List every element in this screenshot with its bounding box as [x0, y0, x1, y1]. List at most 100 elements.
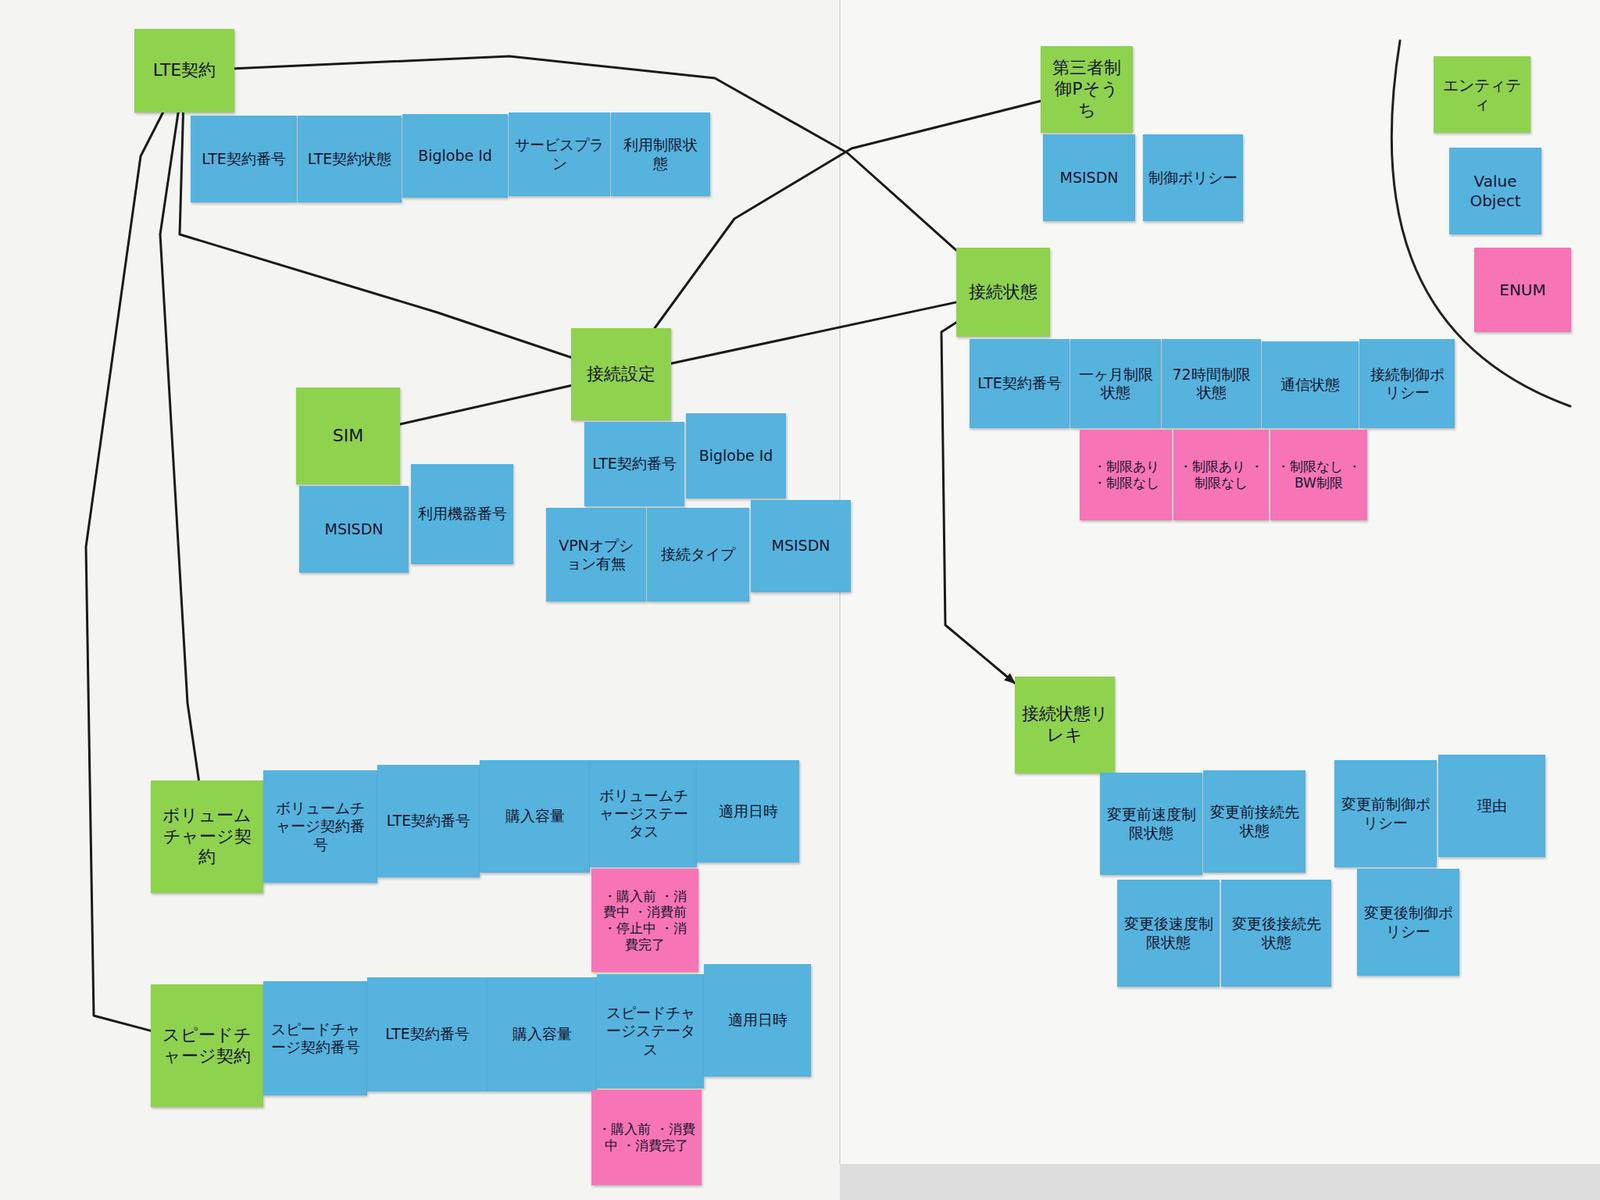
note-text: ・制限あり ・制限なし — [1085, 458, 1167, 491]
paper-sheet-right — [839, 0, 1600, 1165]
note-text: 変更後接続先状態 — [1226, 914, 1326, 951]
note-text: VPNオプション有無 — [551, 536, 641, 573]
note-text: SIM — [332, 425, 364, 447]
note-text: スピードチャージ契約番号 — [268, 1020, 362, 1057]
attribute-note: 利用機器番号 — [410, 464, 514, 565]
note-text: 変更後速度制限状態 — [1122, 914, 1215, 951]
note-text: スピードチャージ契約 — [156, 1025, 258, 1068]
note-text: 変更前制御ポリシー — [1339, 795, 1432, 832]
entity-note: 接続状態 — [956, 247, 1050, 337]
attribute-note: 購入容量 — [479, 760, 590, 873]
attribute-note: スピードチャージ契約番号 — [263, 981, 368, 1096]
attribute-note: 変更前速度制限状態 — [1100, 772, 1203, 875]
attribute-note: MSISDN — [299, 485, 409, 573]
legend-text: エンティティ — [1439, 75, 1525, 115]
relation-line — [234, 56, 957, 250]
attribute-note: サービスプラン — [508, 112, 611, 197]
enum-note: ・制限あり ・制限なし — [1173, 429, 1269, 521]
attribute-note: 変更前接続先状態 — [1203, 770, 1306, 873]
relation-line — [400, 385, 572, 425]
note-text: 接続状態リレキ — [1020, 703, 1110, 747]
attribute-note: ボリュームチャージステータス — [589, 760, 697, 868]
note-text: 利用制限状態 — [616, 135, 705, 172]
note-text: 接続設定 — [586, 364, 656, 386]
entity-note: LTE契約 — [134, 28, 235, 113]
attribute-note: Biglobe Id — [685, 413, 786, 499]
note-text: LTE契約番号 — [592, 454, 677, 473]
note-text: 変更後制御ポリシー — [1362, 903, 1454, 940]
note-text: ・制限なし ・BW制限 — [1275, 458, 1362, 491]
note-text: 通信状態 — [1280, 375, 1340, 394]
note-text: ボリュームチャージ契約番号 — [268, 799, 372, 854]
note-text: 接続タイプ — [660, 545, 736, 564]
enum-note: ・制限あり ・制限なし — [1079, 429, 1172, 521]
relation-line — [85, 112, 164, 1031]
attribute-note: Biglobe Id — [402, 114, 508, 198]
legend-note: ENUM — [1474, 247, 1572, 333]
note-text: 接続状態 — [968, 282, 1038, 304]
note-text: 購入容量 — [505, 807, 565, 825]
attribute-note: LTE契約番号 — [377, 764, 480, 878]
legend-text: ENUM — [1499, 280, 1547, 300]
table-edge — [839, 1164, 1600, 1200]
note-text: 適用日時 — [728, 1010, 788, 1029]
note-text: ・制限あり ・制限なし — [1178, 458, 1264, 491]
note-text: サービスプラン — [514, 135, 605, 172]
attribute-note: MSISDN — [750, 500, 851, 593]
entity-note: 接続状態リレキ — [1014, 676, 1115, 774]
note-text: LTE契約番号 — [386, 811, 472, 830]
note-text: ボリュームチャージステータス — [595, 786, 692, 842]
note-text: 変更前速度制限状態 — [1105, 805, 1197, 842]
attribute-note: LTE契約状態 — [297, 115, 402, 203]
note-text: LTE契約番号 — [201, 150, 286, 168]
attribute-note: 適用日時 — [703, 964, 811, 1077]
attribute-note: LTE契約番号 — [190, 115, 297, 203]
relation-line — [160, 112, 200, 781]
note-text: 適用日時 — [718, 802, 779, 821]
note-text: MSISDN — [1060, 168, 1119, 187]
attribute-note: LTE契約番号 — [367, 977, 488, 1092]
enum-note: ・制限なし ・BW制限 — [1270, 429, 1368, 521]
attribute-note: 接続制御ポリシー — [1359, 339, 1455, 429]
note-text: LTE契約番号 — [385, 1025, 470, 1043]
attribute-note: LTE契約番号 — [969, 339, 1070, 429]
note-text: スピードチャージステータス — [602, 1003, 699, 1059]
attribute-note: VPNオプション有無 — [546, 507, 647, 602]
note-text: 購入容量 — [512, 1025, 572, 1043]
entity-note: 第三者制御Pそうち — [1040, 46, 1133, 133]
attribute-note: MSISDN — [1042, 134, 1136, 222]
legend-note: エンティティ — [1433, 56, 1531, 133]
note-text: 制御ポリシー — [1148, 168, 1238, 187]
attribute-note: 変更前制御ポリシー — [1334, 760, 1437, 868]
note-text: 72時間制限状態 — [1167, 365, 1256, 402]
note-text: 変更前接続先状態 — [1208, 803, 1300, 840]
attribute-note: 利用制限状態 — [610, 112, 711, 197]
entity-note: SIM — [296, 387, 400, 485]
attribute-note: 制御ポリシー — [1142, 134, 1243, 222]
attribute-note: 接続タイプ — [646, 507, 750, 602]
entity-note: ボリュームチャージ契約 — [150, 780, 264, 893]
relation-line — [671, 302, 957, 364]
entity-note: スピードチャージ契約 — [150, 984, 264, 1108]
attribute-note: ボリュームチャージ契約番号 — [263, 770, 378, 883]
attribute-note: 購入容量 — [487, 977, 597, 1092]
attribute-note: 通信状態 — [1261, 341, 1359, 429]
attribute-note: 適用日時 — [696, 760, 800, 863]
note-text: ・購入前 ・消費中 ・消費前 ・停止中 ・消費完了 — [596, 888, 693, 954]
note-text: 一ヶ月制限状態 — [1075, 365, 1156, 402]
note-text: MSISDN — [325, 520, 384, 539]
attribute-note: 一ヶ月制限状態 — [1070, 339, 1161, 429]
attribute-note: 変更後接続先状態 — [1221, 879, 1332, 987]
note-text: 第三者制御Pそうち — [1046, 57, 1128, 121]
note-text: Biglobe Id — [699, 446, 774, 465]
attribute-note: 理由 — [1438, 754, 1546, 858]
attribute-note: スピードチャージステータス — [596, 974, 704, 1089]
enum-note: ・購入前 ・消費中 ・消費完了 — [591, 1089, 702, 1186]
note-text: 利用機器番号 — [417, 504, 508, 523]
attribute-note: LTE契約番号 — [584, 421, 685, 507]
note-text: Biglobe Id — [417, 146, 493, 165]
note-text: 接続制御ポリシー — [1364, 365, 1450, 402]
legend-note: Value Object — [1449, 147, 1542, 235]
